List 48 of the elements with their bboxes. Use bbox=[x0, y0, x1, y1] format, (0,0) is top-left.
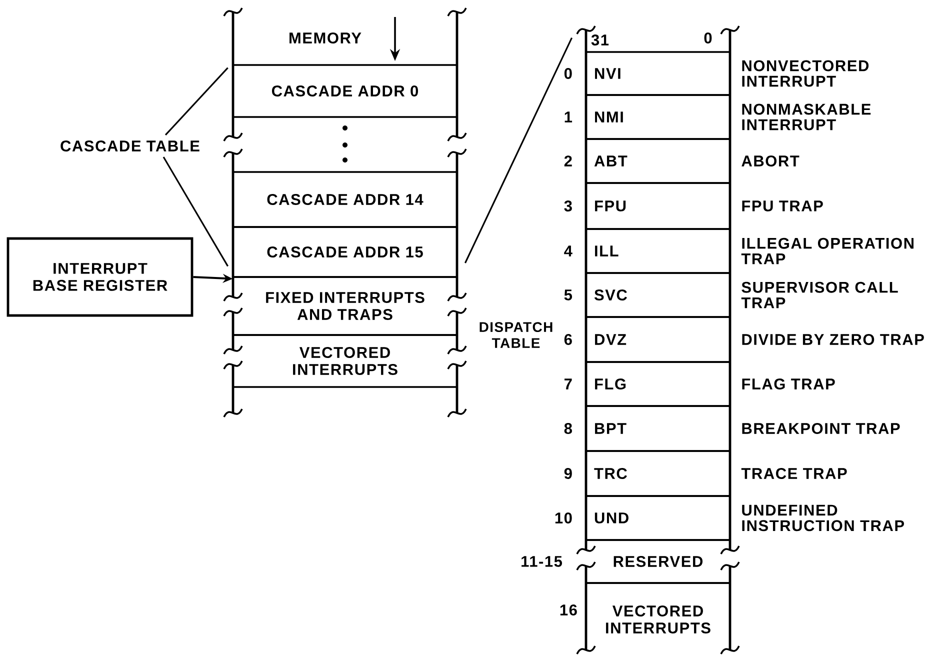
leader-line bbox=[164, 67, 228, 136]
index-number: 8 bbox=[564, 423, 572, 434]
index-number: 6 bbox=[564, 334, 572, 345]
leader-line bbox=[162, 156, 228, 267]
description-text: NONVECTORED INTERRUPT bbox=[742, 60, 869, 87]
node-label: SVC bbox=[594, 290, 627, 300]
description-text: BREAKPOINT TRAP bbox=[742, 423, 900, 434]
memory-cell: CASCADE ADDR 15 bbox=[232, 226, 458, 278]
description-text: UNDEFINED INSTRUCTION TRAP bbox=[742, 504, 904, 532]
index-number: 1 bbox=[564, 112, 572, 122]
index-number: 9 bbox=[564, 468, 572, 479]
text-label: MEMORY bbox=[290, 32, 362, 44]
index-number: 10 bbox=[555, 512, 572, 524]
description-text: ILLEGAL OPERATION TRAP bbox=[741, 238, 914, 264]
description-text: SUPERVISOR CALL TRAP bbox=[741, 282, 898, 308]
node-label: TRC bbox=[594, 468, 627, 479]
index-number: 0 bbox=[564, 68, 572, 79]
node-label: ABT bbox=[594, 156, 628, 166]
leader-line bbox=[464, 37, 573, 264]
node-label: BPT bbox=[595, 423, 626, 434]
memory-cell: CASCADE ADDR 0 bbox=[232, 64, 458, 118]
node-label: NMI bbox=[595, 112, 623, 122]
node-label: FPU bbox=[595, 200, 626, 212]
node-label: DVZ bbox=[595, 334, 626, 345]
memory-cell: VECTORED INTERRUPTS bbox=[232, 334, 458, 388]
node-label: UND bbox=[594, 512, 628, 524]
description-text: DIVIDE BY ZERO TRAP bbox=[742, 334, 924, 345]
register-box: INTERRUPT BASE REGISTER bbox=[6, 237, 194, 317]
description-text: FLAG TRAP bbox=[742, 378, 835, 390]
description-text: ABORT bbox=[742, 156, 800, 166]
index-number: 2 bbox=[564, 156, 572, 166]
description-text: TRACE TRAP bbox=[741, 468, 847, 479]
node-label: FLG bbox=[595, 378, 626, 390]
table-cell: VECTORED INTERRUPTS bbox=[606, 606, 710, 634]
table-cell: NVI bbox=[586, 51, 730, 96]
node-label: RESERVED bbox=[614, 556, 703, 567]
index-number: 7 bbox=[564, 378, 572, 390]
node-label: ILL bbox=[595, 246, 618, 256]
index-number: 4 bbox=[564, 246, 572, 256]
index-number: 11-15 bbox=[522, 556, 562, 567]
text-label: CASCADE TABLE bbox=[60, 140, 200, 152]
index-number: 5 bbox=[564, 290, 572, 300]
index-number: 16 bbox=[560, 604, 577, 616]
index-number: 3 bbox=[564, 200, 572, 212]
description-text: NONMASKABLE INTERRUPT bbox=[742, 104, 871, 130]
memory-cell: FIXED INTERRUPTS AND TRAPS bbox=[232, 276, 458, 336]
description-text: FPU TRAP bbox=[742, 200, 823, 212]
memory-cell: CASCADE ADDR 14 bbox=[232, 171, 458, 228]
